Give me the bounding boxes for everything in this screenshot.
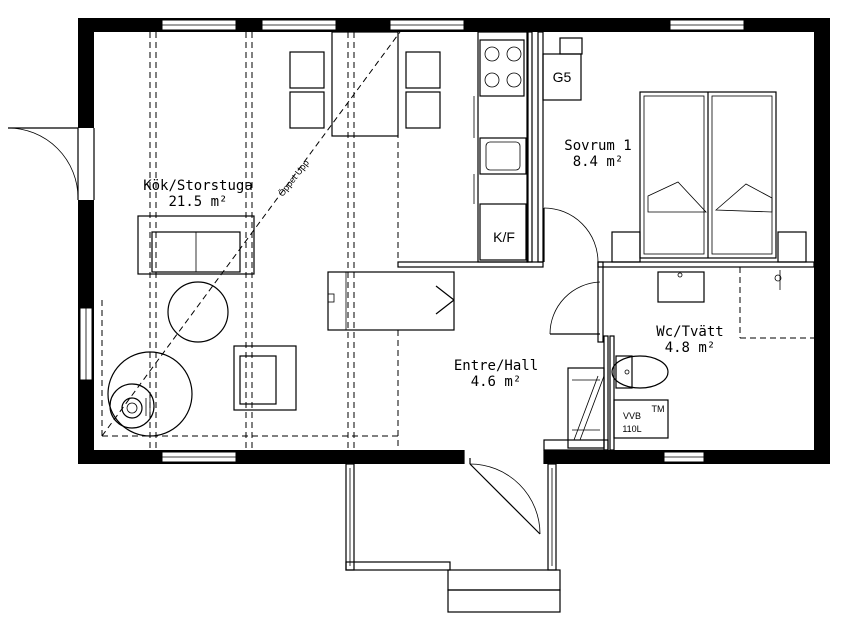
windows <box>79 19 745 463</box>
vvb-size-label: 110L <box>622 424 641 434</box>
kitchen-counter <box>473 31 529 263</box>
room-name-entre: Entre/Hall <box>454 358 538 374</box>
stair <box>327 271 455 331</box>
g5-label: G5 <box>553 69 572 85</box>
room-area-sovrum: 8.4 m² <box>573 154 624 170</box>
vvb-label: VVB <box>623 411 641 421</box>
interior-walls <box>397 31 815 451</box>
armchair <box>233 345 297 411</box>
room-name-sovrum: Sovrum 1 <box>564 138 631 154</box>
porch <box>345 463 561 613</box>
dining-table <box>289 31 441 137</box>
coffee-table <box>167 281 229 343</box>
tm-label: TM <box>652 404 665 414</box>
stove <box>107 351 193 437</box>
entrance <box>463 448 545 535</box>
interior-doors <box>543 207 601 335</box>
g5-box <box>542 37 583 101</box>
open-ceiling-label: Öppet Upp <box>276 158 311 198</box>
left-door <box>7 127 96 200</box>
room-labels: Kök/Storstuga 21.5 m² Sovrum 1 8.4 m² En… <box>143 69 724 434</box>
room-area-kok: 21.5 m² <box>168 194 227 210</box>
kf-label: K/F <box>493 229 515 245</box>
room-area-entre: 4.6 m² <box>471 374 522 390</box>
room-area-wc: 4.8 m² <box>665 340 716 356</box>
room-name-kok: Kök/Storstuga <box>143 178 253 194</box>
sofa <box>137 215 255 275</box>
wc-fixtures <box>567 270 782 449</box>
loft-outline <box>101 31 814 450</box>
bed <box>611 91 807 263</box>
room-name-wc: Wc/Tvätt <box>656 324 723 340</box>
exterior-walls <box>78 18 830 464</box>
